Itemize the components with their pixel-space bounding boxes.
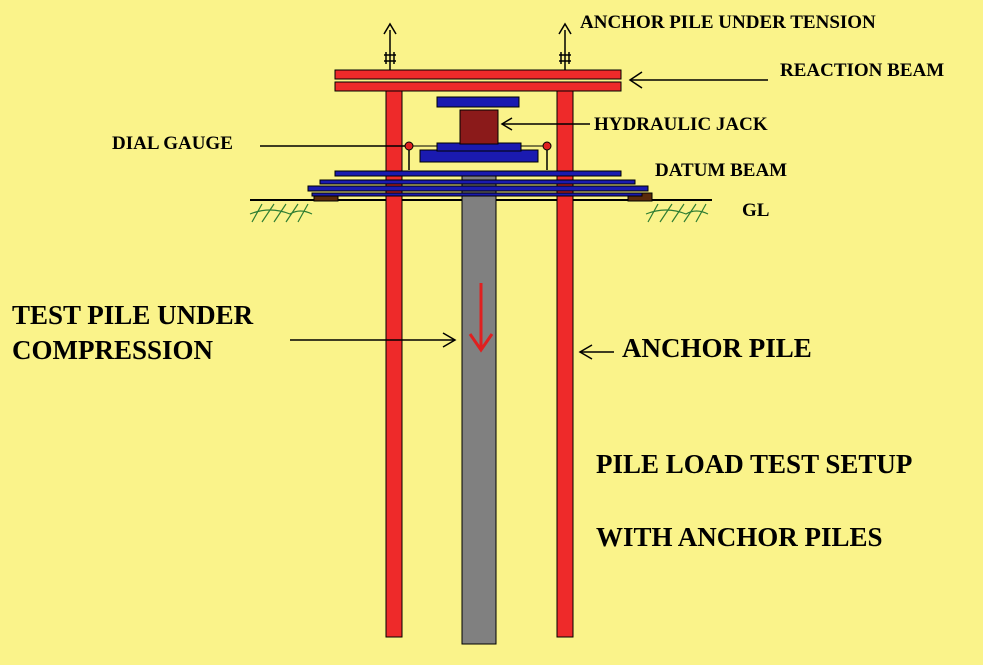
- tension-bolt-right: [559, 30, 571, 70]
- label-test-pile-line1: TEST PILE UNDER: [12, 300, 254, 330]
- label-anchor-pile: ANCHOR PILE: [622, 333, 812, 363]
- hydraulic-jack-pointer-head: [500, 117, 513, 131]
- datum-beam: [307, 170, 649, 197]
- soil-hatch-right: [645, 203, 709, 223]
- reaction-beam-pointer-head: [628, 71, 643, 89]
- soil-hatch-left: [249, 203, 313, 223]
- label-anchor-pile-under-tension: ANCHOR PILE UNDER TENSION: [580, 12, 876, 33]
- tension-bolt-left: [384, 30, 396, 70]
- hydraulic-jack: [459, 109, 499, 145]
- test-pile: [461, 171, 497, 645]
- tension-arrow-up-right: [558, 22, 572, 35]
- anchor-pile-pointer-head: [578, 344, 593, 360]
- label-hydraulic-jack: HYDRAULIC JACK: [594, 114, 768, 135]
- reaction-beam-top: [334, 69, 622, 80]
- label-ground-level: GL: [742, 200, 769, 221]
- label-reaction-beam: REACTION BEAM: [780, 60, 944, 81]
- jack-base-plate: [419, 149, 539, 163]
- label-test-pile-line2: COMPRESSION: [12, 335, 214, 365]
- compression-load-arrow: [468, 283, 494, 353]
- test-pile-pointer-head: [442, 332, 457, 348]
- caption-line1: PILE LOAD TEST SETUP: [596, 449, 912, 479]
- dial-gauge-right: [521, 141, 552, 170]
- caption-line2: WITH ANCHOR PILES: [596, 522, 883, 552]
- label-datum-beam: DATUM BEAM: [655, 160, 787, 181]
- jack-top-plate: [436, 96, 520, 108]
- tension-arrow-up-left: [383, 22, 397, 35]
- reaction-beam-bottom: [334, 81, 622, 92]
- label-dial-gauge: DIAL GAUGE: [112, 133, 233, 154]
